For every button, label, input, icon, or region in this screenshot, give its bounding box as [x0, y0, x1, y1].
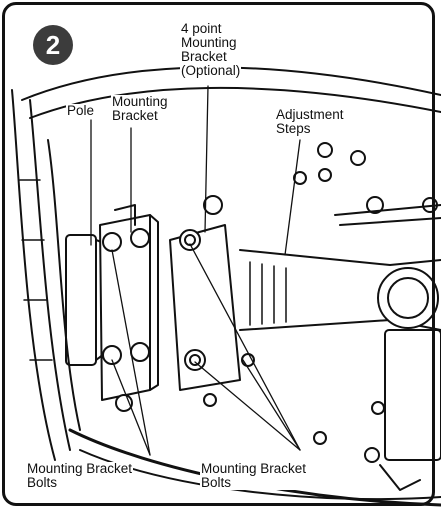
bracket-bolt-bottom-left [102, 345, 122, 365]
pivot-hub [377, 267, 439, 329]
label-pole: Pole [66, 103, 96, 118]
right-housing-block [384, 329, 441, 461]
label-four-point-bracket: 4 point Mounting Bracket (Optional) [180, 21, 242, 78]
four-point-bracket-shape [169, 224, 241, 391]
pole-shape [65, 234, 97, 366]
step-number-badge: 2 [33, 25, 73, 65]
label-bracket-bolts-right: Mounting Bracket Bolts [200, 461, 308, 490]
housing-left-edge [11, 89, 56, 461]
bracket-bolt-bottom-right [130, 342, 150, 362]
housing-left-edge-3 [47, 139, 81, 431]
label-adjustment-steps: Adjustment Steps [275, 107, 345, 136]
housing-left-edge-2 [29, 99, 71, 451]
bracket-bolt-top-left [102, 232, 122, 252]
label-mounting-bracket: Mounting Bracket [111, 94, 169, 123]
label-bracket-bolts-left: Mounting Bracket Bolts [26, 461, 134, 490]
bracket-bolt-top-right [130, 228, 150, 248]
